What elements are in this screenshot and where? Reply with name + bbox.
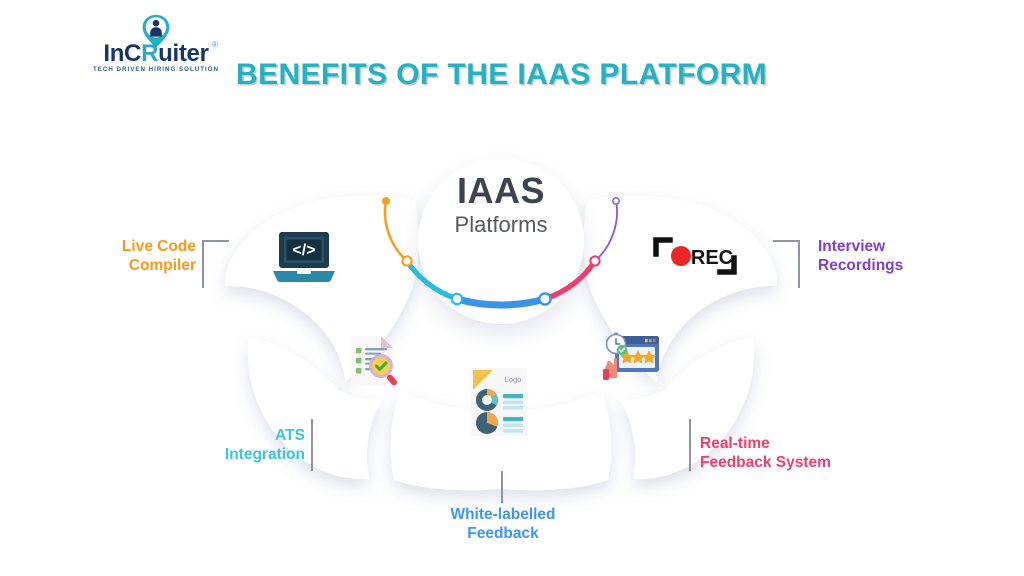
label-real-time-feedback-system-line1: Real-time (700, 435, 770, 452)
label-white-labelled-feedback-line1: White-labelled (450, 506, 556, 523)
logo-wordmark: InCRuiter (86, 42, 226, 66)
label-real-time-feedback-system-line2: Feedback System (700, 453, 831, 471)
label-interview-recordings: Interview Recordings (818, 238, 1018, 276)
arc-node-orange-cyan (401, 255, 413, 267)
arc-segment-live-code-compiler (383, 199, 409, 263)
arc-node-cyan-blue (450, 292, 464, 306)
registered-trademark-mark: ® (212, 40, 218, 49)
arc-segment-interview-recordings (594, 200, 618, 262)
logo-word-part1: InC (103, 40, 142, 67)
arc-node-purple-end (612, 197, 620, 205)
branded-report-icon: Logo (471, 368, 527, 436)
bracket-interview-recordings (773, 240, 800, 288)
document-search-check-icon (351, 336, 398, 386)
arc-node-pink-purple (589, 255, 601, 267)
label-white-labelled-feedback-line2: Feedback (467, 524, 539, 542)
bracket-live-code-compiler (202, 240, 229, 288)
star-rating-window-icon (603, 332, 659, 380)
label-ats-integration: ATS Integration (100, 427, 305, 465)
arc-node-blue-pink (538, 292, 552, 306)
logo-word-part3: uiter (158, 40, 209, 67)
page-title: BENEFITS OF THE IAAS PLATFORM (236, 58, 768, 91)
label-interview-recordings-line1: Interview (818, 238, 886, 255)
rec-camera-icon: REC (653, 237, 737, 275)
label-white-labelled-feedback: White-labelled Feedback (392, 506, 614, 544)
rec-label: REC (691, 247, 733, 269)
logo-word-part2: R (141, 40, 159, 67)
label-real-time-feedback-system: Real-time Feedback System (700, 435, 930, 473)
label-ats-integration-line1: ATS (275, 427, 305, 444)
label-ats-integration-line2: Integration (224, 445, 305, 463)
label-interview-recordings-line2: Recordings (818, 256, 904, 274)
incruiter-logo: InCRuiter ® TECH DRIVEN HIRING SOLUTION (86, 14, 226, 76)
label-live-code-compiler-line2: Compiler (128, 256, 196, 274)
label-live-code-compiler: Live Code Compiler (0, 238, 196, 276)
logo-tagline: TECH DRIVEN HIRING SOLUTION (92, 66, 219, 73)
hub-subtitle: Platforms (454, 212, 548, 237)
petal-ats-integration (247, 337, 382, 480)
arc-node-orange-end (382, 197, 390, 205)
hub-title: IAAS (456, 170, 545, 211)
petal-real-time-feedback (620, 337, 755, 480)
label-live-code-compiler-line1: Live Code (121, 238, 196, 255)
petal-white-labelled-feedback (390, 390, 612, 491)
svg-text:</>: </> (292, 242, 315, 259)
arc-segment-white-labelled-feedback (453, 295, 549, 309)
report-logo-label: Logo (505, 375, 522, 384)
petal-live-code-compiler (224, 195, 419, 382)
location-pin-person-icon (142, 14, 170, 48)
petal-interview-recordings (583, 195, 778, 382)
laptop-code-icon: </> (273, 232, 335, 282)
